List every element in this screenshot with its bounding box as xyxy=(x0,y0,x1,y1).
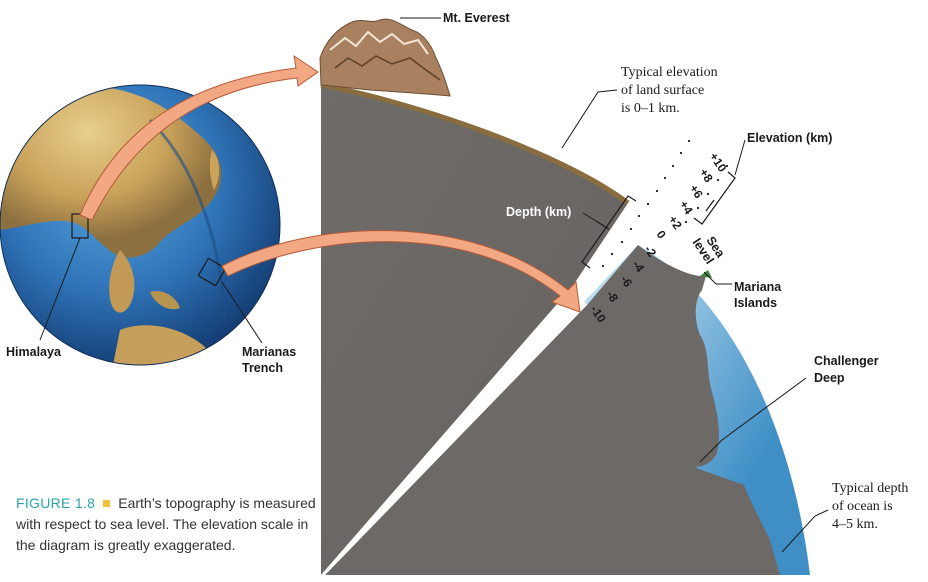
trench-arrow xyxy=(221,230,581,313)
arrows xyxy=(79,54,581,313)
depth-brace xyxy=(581,195,637,269)
caption-text: Earth’s topography is measured with resp… xyxy=(16,495,316,553)
challenger-deep-notch xyxy=(698,455,716,467)
trench-marker xyxy=(197,257,227,287)
mariana-islands-line2: Islands xyxy=(734,296,777,310)
land-sector xyxy=(321,85,628,575)
mt-everest-label: Mt. Everest xyxy=(443,11,511,25)
ocean-depth-line2: of ocean is xyxy=(832,499,893,514)
ocean-depth-line3: 4–5 km. xyxy=(832,517,878,532)
land-elevation-line3: is 0–1 km. xyxy=(621,101,680,116)
japan xyxy=(209,150,220,190)
australia-edge xyxy=(110,325,210,365)
mt-everest-peak xyxy=(319,18,451,97)
cross-section xyxy=(319,18,810,575)
mariana-islands-line1: Mariana xyxy=(734,280,782,294)
tick-p2: +2 xyxy=(666,213,685,232)
depth-km-label: Depth (km) xyxy=(506,205,571,219)
ocean-floor xyxy=(325,245,780,575)
southeast-asia xyxy=(109,250,135,313)
land-elevation-line2: of land surface xyxy=(621,83,704,98)
islands xyxy=(150,290,180,310)
himalaya-label: Himalaya xyxy=(6,345,62,359)
caption-bullet-icon xyxy=(103,499,111,507)
ocean-ridge xyxy=(148,118,227,321)
land-surface-edge xyxy=(320,82,630,205)
challenger-deep-line1: Challenger xyxy=(814,354,879,368)
elevation-brace xyxy=(693,171,736,225)
figure-number: FIGURE 1.8 xyxy=(16,495,96,511)
leader-lines xyxy=(39,17,829,553)
tick-0: 0 xyxy=(654,228,670,242)
wedge-gap xyxy=(321,287,587,575)
ocean-depth-line1: Typical depth xyxy=(832,481,908,496)
elevation-km-label: Elevation (km) xyxy=(747,131,832,145)
marianas-trench-line2: Trench xyxy=(242,361,283,375)
himalaya-arrow xyxy=(79,54,319,221)
land-elevation-line1: Typical elevation xyxy=(621,65,718,80)
marianas-trench-line1: Marianas xyxy=(242,345,296,359)
tick-p4: +4 xyxy=(677,198,696,217)
challenger-deep-line2: Deep xyxy=(814,371,845,385)
